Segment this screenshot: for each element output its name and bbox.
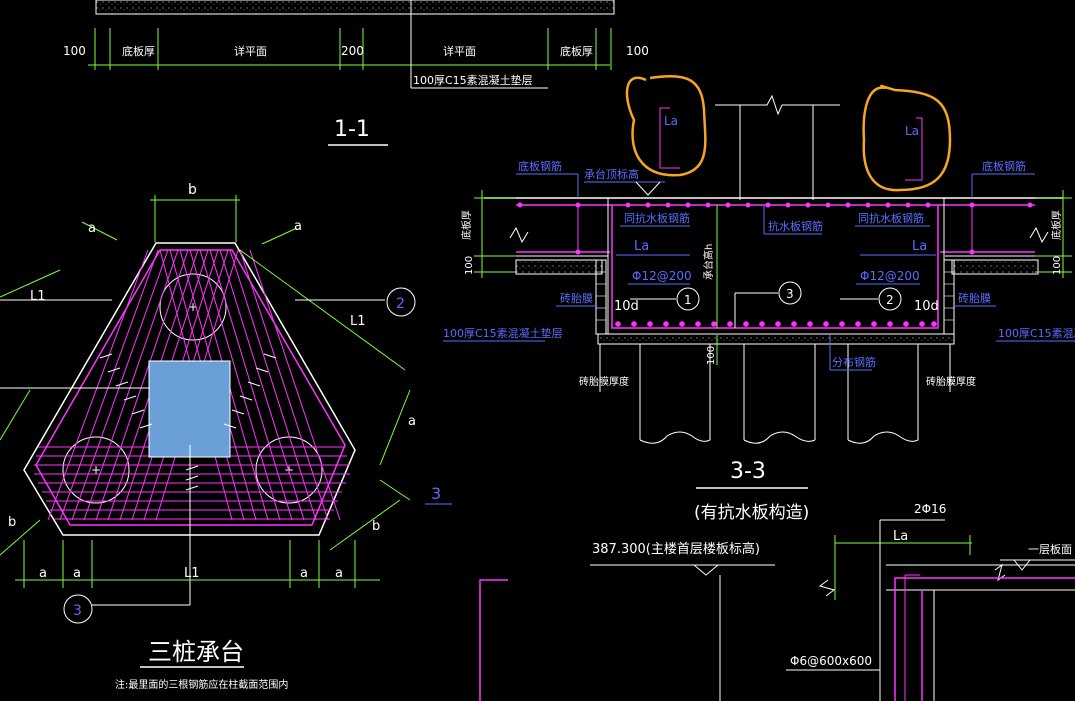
pile-right xyxy=(255,436,323,504)
ten-d-left: 10d xyxy=(614,299,639,314)
section-3-3-title: 3-3 xyxy=(730,459,766,484)
same-waterproof-right: 同抗水板钢筋 xyxy=(858,211,924,225)
column xyxy=(148,360,231,458)
top-dim-6: 底板厚 xyxy=(560,44,593,58)
pad-left: 100厚C15素混凝土垫层 xyxy=(443,326,563,340)
svg-text:+: + xyxy=(91,463,101,477)
plan-dim-a-ul: a xyxy=(88,221,96,236)
stirrup-label: Φ6@600x600 xyxy=(790,654,872,668)
top-pad-note: 100厚C15素混凝土垫层 xyxy=(413,73,533,87)
plan-dim-b-top: b xyxy=(188,182,197,198)
svg-text:3: 3 xyxy=(73,603,82,619)
distribution-rebar: 分布钢筋 xyxy=(832,355,876,369)
pile-left xyxy=(62,436,130,504)
top-dim-1: 100 xyxy=(63,44,86,58)
brick-left: 砖胎膜 xyxy=(560,291,593,305)
section-1-1-title: 1-1 xyxy=(334,117,370,142)
section-3-3: La La xyxy=(443,74,1075,523)
top-section: 100 底板厚 详平面 200 详平面 底板厚 100 100厚C15素混凝土垫… xyxy=(63,0,649,146)
bars-label: 2Φ16 xyxy=(914,502,946,516)
pad-right: 100厚C15素混凝土垫层 xyxy=(998,326,1075,340)
rebar-left: Φ12@200 xyxy=(632,269,692,283)
la-top-right: La xyxy=(905,124,919,138)
pile-cap-plan: + + + xyxy=(0,182,452,691)
la-top-left: La xyxy=(664,114,678,128)
pile-top xyxy=(159,273,227,341)
highlight-right xyxy=(862,84,952,192)
top-slab-hatch xyxy=(95,0,615,15)
rebar-right: Φ12@200 xyxy=(860,269,920,283)
top-dim-3: 详平面 xyxy=(234,44,267,58)
ten-d-right: 10d xyxy=(914,299,939,314)
plan-dim-b-right: b xyxy=(372,519,380,534)
dim-100-bottom: 100 xyxy=(706,346,717,365)
plan-dim-a-right: a xyxy=(408,414,416,429)
brick-right: 砖胎膜 xyxy=(958,291,991,305)
plan-bottom-dim-2: a xyxy=(73,566,81,581)
section-callout-2 xyxy=(878,287,902,311)
bottom-right-detail: 387.300(主楼首层楼板标高) 2Φ16 La 一层板面 Φ6@600x60… xyxy=(479,502,1075,701)
plan-note: 注:最里面的三根钢筋应在柱截面范围内 xyxy=(115,678,288,691)
elevation-label: 387.300(主楼首层楼板标高) xyxy=(592,541,760,557)
bottom-rebar-left: 底板钢筋 xyxy=(518,159,562,173)
plan-title: 三桩承台 xyxy=(148,638,244,666)
svg-text:1: 1 xyxy=(684,293,692,307)
section-callout-3 xyxy=(778,281,802,305)
plan-bottom-dim-4: a xyxy=(300,566,308,581)
same-waterproof-left: 同抗水板钢筋 xyxy=(624,211,690,225)
top-dim-7: 100 xyxy=(626,44,649,58)
plan-label-3: 3 xyxy=(431,484,441,503)
dim-100-left: 100 xyxy=(464,256,475,275)
highlight-left xyxy=(625,74,707,177)
plan-callout-3 xyxy=(63,594,93,624)
dim-100-right: 100 xyxy=(1052,256,1063,275)
floor-label: 一层板面 xyxy=(1028,542,1072,556)
top-dim-4: 200 xyxy=(341,44,364,58)
rebar-band-bottom xyxy=(34,446,350,520)
brick-thk-left: 砖胎膜厚度 xyxy=(579,375,629,388)
plan-bottom-dim-3: L1 xyxy=(184,566,200,581)
section-callout-1 xyxy=(676,287,700,311)
section-3-3-subtitle: (有抗水板构造) xyxy=(694,503,809,523)
top-dim-5: 详平面 xyxy=(443,44,476,58)
svg-text:+: + xyxy=(188,300,198,314)
plan-dim-b-left: b xyxy=(8,515,16,530)
la-detail: La xyxy=(893,529,908,544)
cap-top-elev: 承台顶标高 xyxy=(584,167,639,181)
brick-thk-right: 砖胎膜厚度 xyxy=(926,375,976,388)
svg-text:+: + xyxy=(284,463,294,477)
cap-outline xyxy=(23,242,356,536)
top-dim-2: 底板厚 xyxy=(122,44,155,58)
plan-bottom-dim-1: a xyxy=(39,566,47,581)
cap-height: 承台高h xyxy=(702,244,715,280)
slab-thk-right: 底板厚 xyxy=(1050,210,1063,240)
svg-text:2: 2 xyxy=(886,293,894,307)
plan-callout-2 xyxy=(386,287,416,317)
la-mid-right: La xyxy=(912,239,927,254)
slab-thk-left: 底板厚 xyxy=(460,210,473,240)
plan-dim-l1-right: L1 xyxy=(350,314,366,329)
svg-text:2: 2 xyxy=(396,296,405,312)
svg-text:3: 3 xyxy=(786,287,794,301)
la-mid-left: La xyxy=(634,239,649,254)
plan-bottom-dim-5: a xyxy=(335,566,343,581)
plan-dim-l1-left: L1 xyxy=(30,289,46,304)
bottom-rebar-right: 底板钢筋 xyxy=(982,159,1026,173)
waterproof-rebar: 抗水板钢筋 xyxy=(768,219,823,233)
plan-dim-a-ur: a xyxy=(294,219,302,234)
